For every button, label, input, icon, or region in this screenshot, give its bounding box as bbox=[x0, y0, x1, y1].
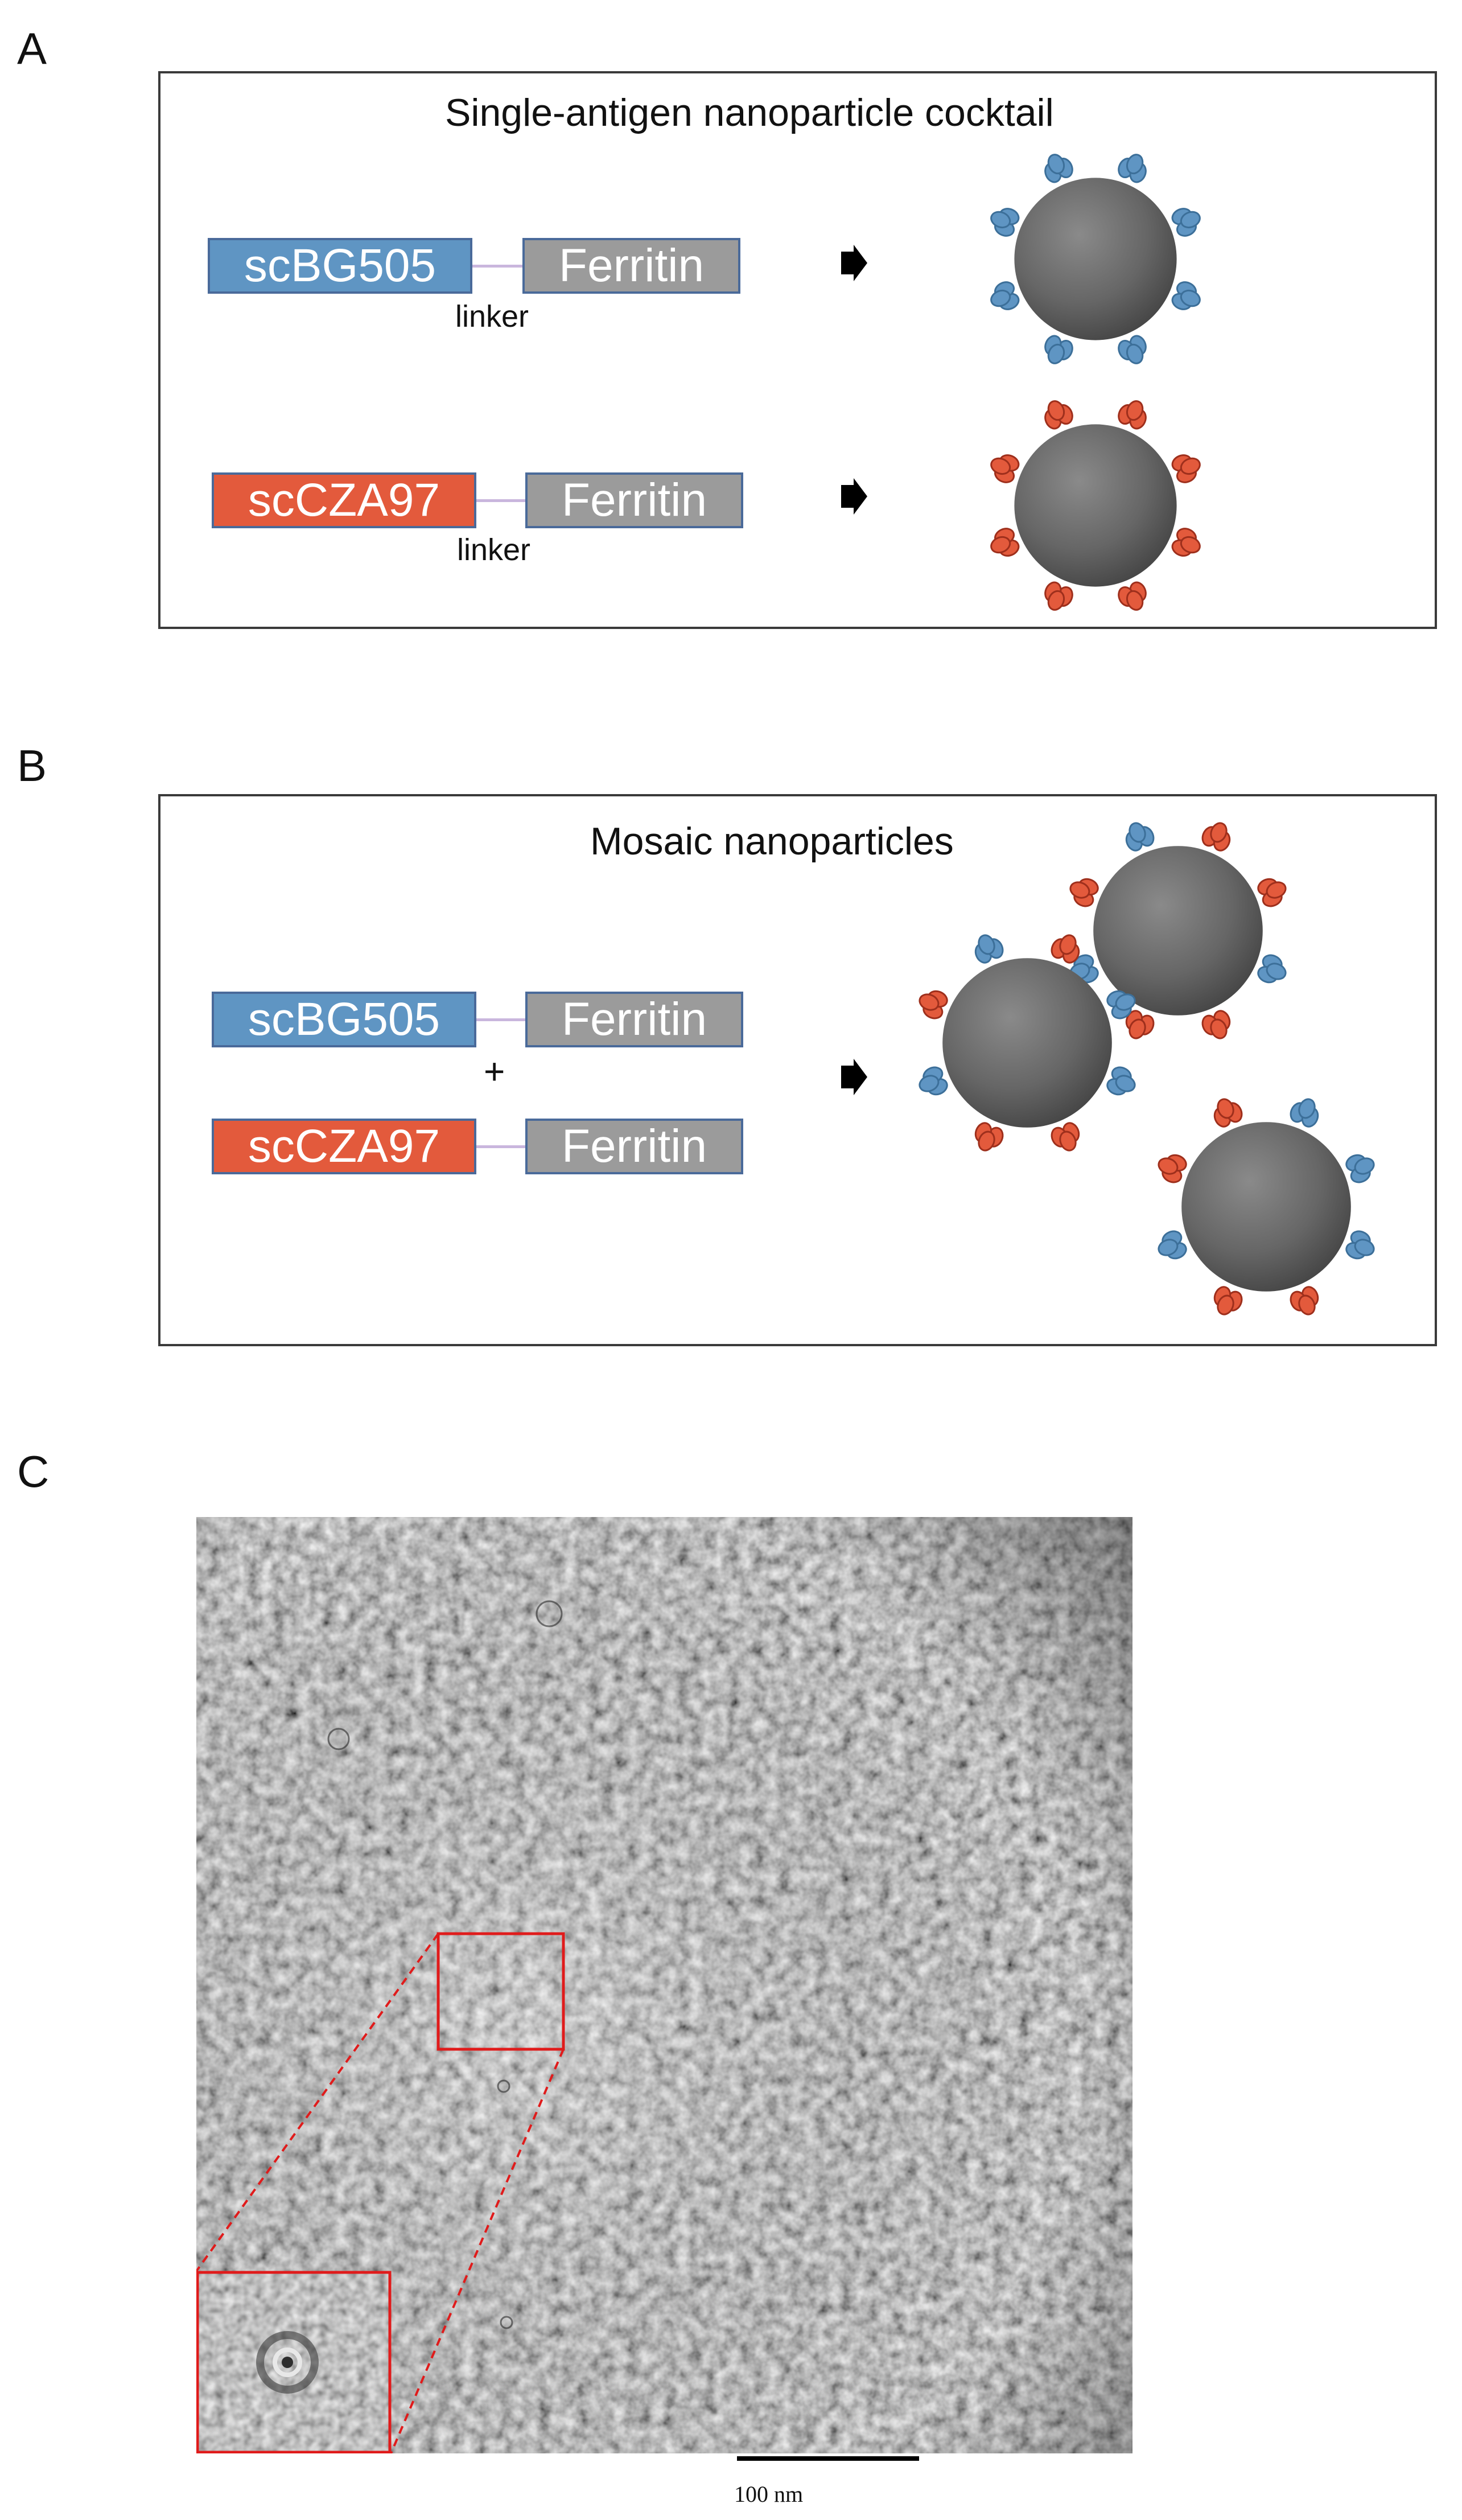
trimer-spike bbox=[919, 1066, 948, 1096]
trimer-spike bbox=[1125, 1010, 1155, 1039]
scaffold-box-ferritin: Ferritin bbox=[525, 472, 743, 528]
ferritin-particle bbox=[327, 1600, 563, 2329]
trimer-spike bbox=[1118, 335, 1147, 364]
trimer-spike bbox=[1118, 581, 1147, 611]
trimer-spike bbox=[990, 454, 1020, 483]
ferritin-core bbox=[1014, 178, 1177, 340]
linker-line bbox=[476, 499, 528, 502]
trimer-spike bbox=[1106, 990, 1136, 1019]
plus-sign: + bbox=[484, 1051, 505, 1092]
antigen-box-scbg505: scBG505 bbox=[208, 238, 472, 294]
panel-a-title: Single-antigen nanoparticle cocktail bbox=[445, 91, 1054, 134]
linker-label: linker bbox=[455, 299, 529, 334]
scale-bar-label: 100 nm bbox=[734, 2481, 804, 2507]
trimer-spike bbox=[990, 281, 1020, 310]
nanoparticle-cza97 bbox=[990, 400, 1201, 611]
ferritin-core bbox=[1093, 846, 1263, 1016]
trimer-spike bbox=[1171, 208, 1201, 237]
trimer-spike bbox=[1290, 1286, 1319, 1316]
trimer-spike bbox=[1201, 822, 1231, 852]
trimer-spike bbox=[1158, 1230, 1187, 1260]
trimer-spike bbox=[1051, 934, 1080, 964]
antigen-box-scbg505: scBG505 bbox=[212, 992, 476, 1047]
trimer-spike bbox=[1213, 1098, 1243, 1128]
trimer-spike bbox=[1125, 822, 1155, 852]
trimer-spike bbox=[1257, 954, 1287, 984]
trimer-spike bbox=[974, 934, 1004, 964]
linker-line bbox=[476, 1018, 528, 1021]
trimer-spike bbox=[1118, 400, 1147, 430]
panel-b-label: B bbox=[17, 741, 47, 791]
trimer-spike bbox=[1044, 400, 1073, 430]
panel-b-title: Mosaic nanoparticles bbox=[590, 820, 954, 863]
mosaic-nanoparticle bbox=[1158, 1098, 1375, 1316]
trimer-spike bbox=[1118, 154, 1147, 183]
panel-a-label: A bbox=[17, 23, 47, 73]
ferritin-core bbox=[1014, 424, 1177, 587]
scale-bar bbox=[737, 2456, 919, 2461]
linker-label: linker bbox=[457, 533, 531, 567]
trimer-spike bbox=[990, 528, 1020, 557]
trimer-spike bbox=[1171, 528, 1201, 557]
arrow-icon bbox=[841, 1059, 867, 1095]
scaffold-box-ferritin: Ferritin bbox=[525, 992, 743, 1047]
trimer-spike bbox=[974, 1122, 1004, 1152]
ferritin-core bbox=[1181, 1122, 1351, 1292]
trimer-spike bbox=[1044, 154, 1073, 183]
trimer-spike bbox=[1044, 335, 1073, 364]
trimer-spike bbox=[1345, 1154, 1375, 1183]
trimer-spike bbox=[1171, 281, 1201, 310]
trimer-spike bbox=[1290, 1098, 1319, 1128]
trimer-spike bbox=[1257, 878, 1287, 907]
linker-line bbox=[472, 265, 524, 268]
trimer-spike bbox=[1044, 581, 1073, 611]
trimer-spike bbox=[1201, 1010, 1231, 1039]
arrow-icon bbox=[841, 245, 867, 281]
trimer-spike bbox=[1171, 454, 1201, 483]
trimer-spike bbox=[1345, 1230, 1375, 1260]
mosaic-nanoparticle bbox=[919, 934, 1136, 1152]
mosaic-nanoparticle bbox=[1069, 822, 1287, 1039]
electron-micrograph bbox=[196, 1517, 1132, 2453]
trimer-spike bbox=[1106, 1066, 1136, 1096]
scaffold-box-ferritin: Ferritin bbox=[525, 1119, 743, 1174]
inset-zoom bbox=[196, 2271, 392, 2453]
trimer-spike bbox=[990, 208, 1020, 237]
selection-box bbox=[436, 1932, 565, 2051]
trimer-spike bbox=[1069, 878, 1099, 907]
arrow-icon bbox=[841, 478, 867, 515]
antigen-box-scCZA97: scCZA97 bbox=[212, 472, 476, 528]
trimer-spike bbox=[919, 990, 948, 1019]
trimer-spike bbox=[1213, 1286, 1243, 1316]
panel-a-frame: Single-antigen nanoparticle cocktail bbox=[158, 71, 1437, 629]
scaffold-box-ferritin: Ferritin bbox=[522, 238, 740, 294]
ferritin-core bbox=[942, 958, 1112, 1128]
nanoparticle-bg505 bbox=[990, 154, 1201, 364]
trimer-spike bbox=[1158, 1154, 1187, 1183]
linker-line bbox=[476, 1145, 528, 1148]
panel-c-label: C bbox=[17, 1446, 50, 1497]
antigen-box-scCZA97: scCZA97 bbox=[212, 1119, 476, 1174]
trimer-spike bbox=[1051, 1122, 1080, 1152]
